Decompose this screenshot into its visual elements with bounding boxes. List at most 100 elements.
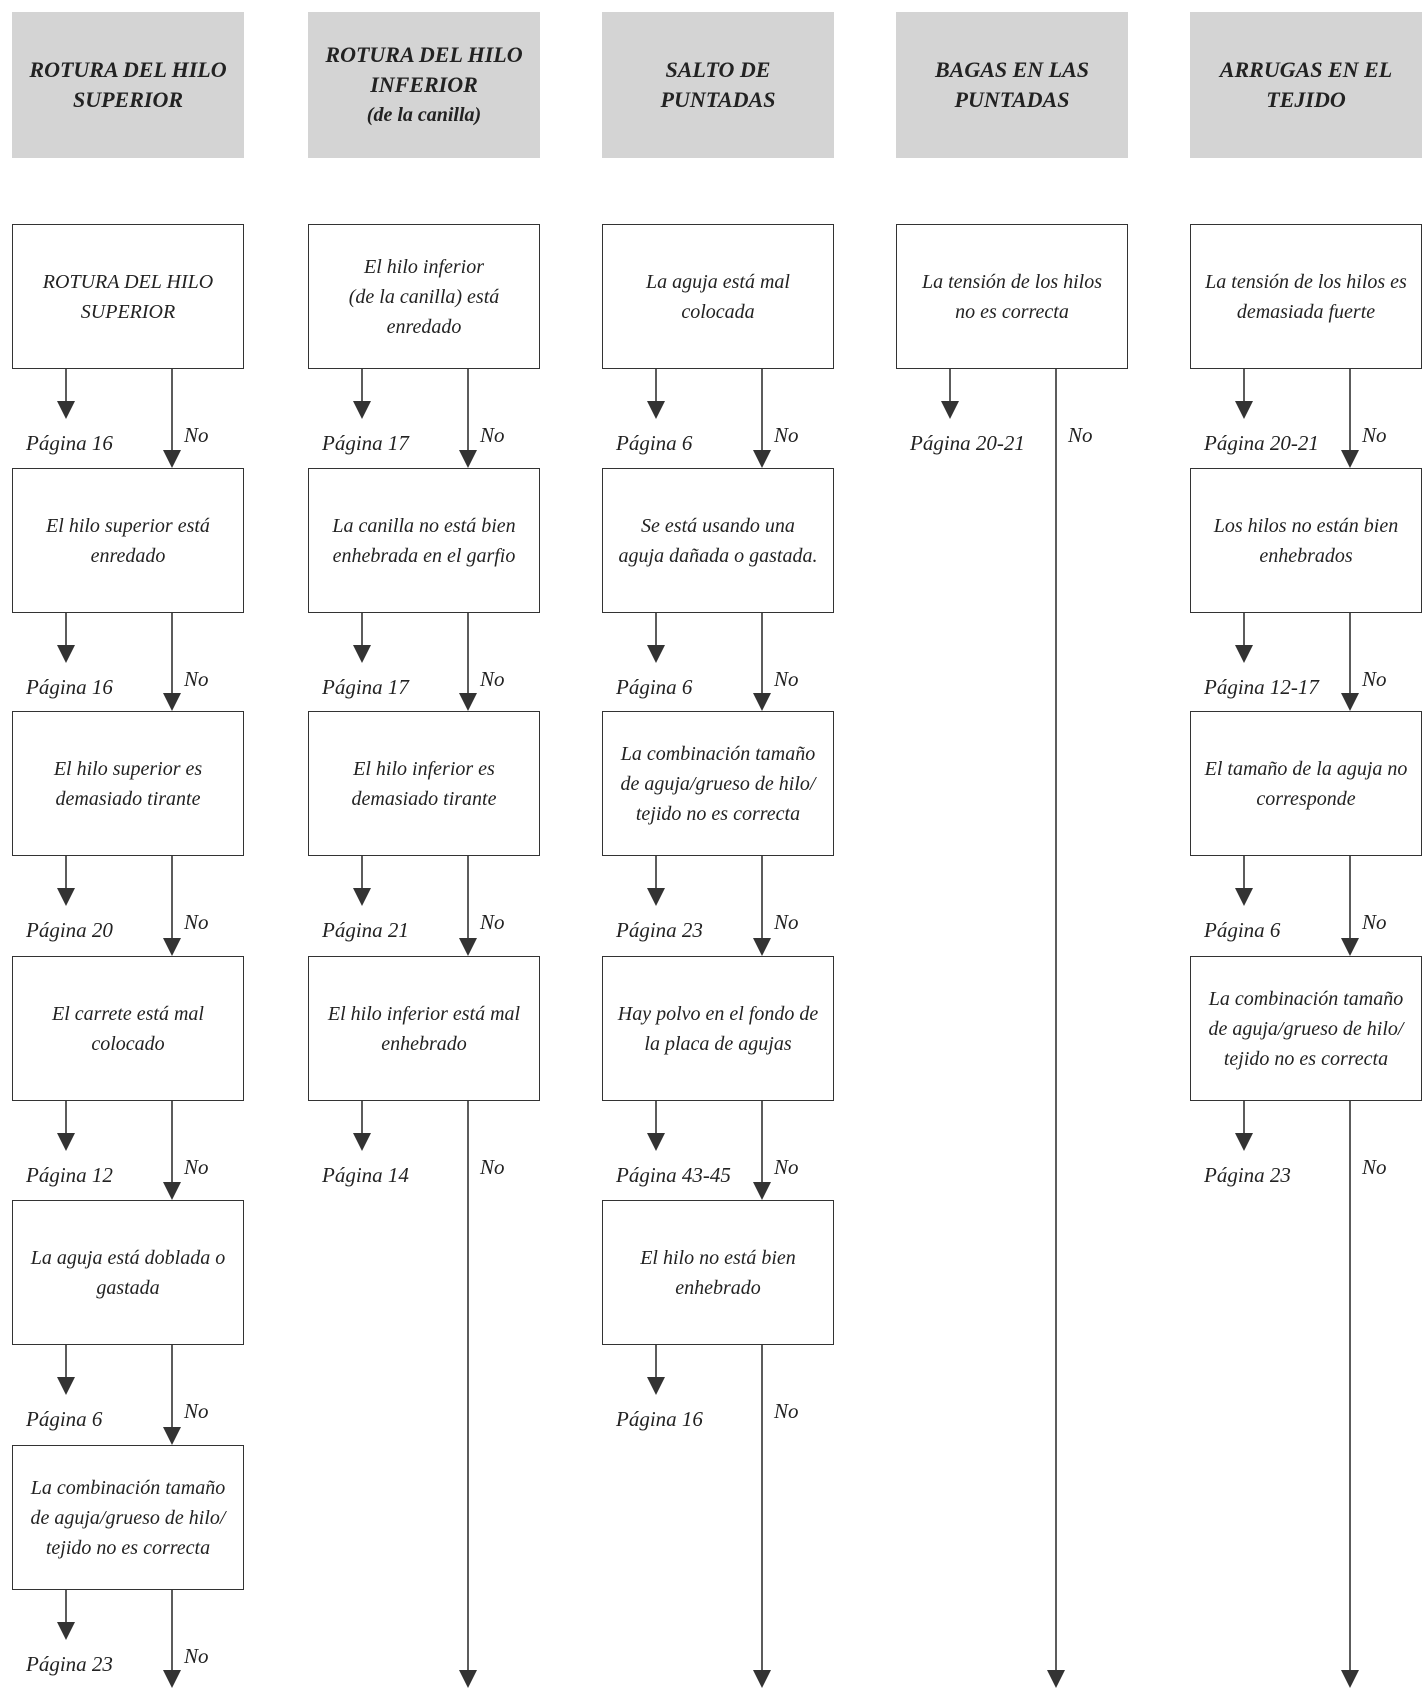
page-reference: Página 16 — [26, 431, 113, 455]
column-header-title: SALTO DE PUNTADAS — [660, 57, 776, 112]
decision-box: La aguja está mal colocada — [602, 224, 834, 369]
decision-box: La combinación tamaño de aguja/grueso de… — [12, 1445, 244, 1590]
page-arrow-head — [941, 401, 959, 419]
page-reference: Página 16 — [616, 1407, 703, 1431]
decision-box: La tensión de los hilos es demasiada fue… — [1190, 224, 1422, 369]
page-arrow-head — [1235, 401, 1253, 419]
no-label: No — [1362, 910, 1387, 934]
no-label: No — [184, 667, 209, 691]
page-arrow-head — [57, 1133, 75, 1151]
page-arrow-head — [1235, 1133, 1253, 1151]
page-reference: Página 20-21 — [1204, 431, 1319, 455]
decision-text: El hilo inferior está mal enhebrado — [327, 1002, 521, 1055]
no-arrow-head — [459, 450, 477, 468]
column-header: SALTO DE PUNTADAS — [602, 12, 834, 158]
no-label: No — [184, 1644, 209, 1668]
no-label: No — [1362, 1155, 1387, 1179]
no-arrow-head — [1341, 938, 1359, 956]
decision-text: La aguja está mal colocada — [646, 270, 790, 323]
page-arrow-head — [353, 888, 371, 906]
page-arrow-head — [647, 1133, 665, 1151]
no-label: No — [774, 423, 799, 447]
no-label: No — [480, 910, 505, 934]
no-arrow-head — [459, 693, 477, 711]
page-reference: Página 6 — [1204, 918, 1281, 942]
no-label: No — [774, 910, 799, 934]
no-arrow-head — [1341, 1670, 1359, 1688]
decision-text: El carrete está mal colocado — [51, 1002, 204, 1055]
decision-box: La combinación tamaño de aguja/grueso de… — [1190, 956, 1422, 1101]
column-header-subtitle: (de la canilla) — [366, 104, 482, 126]
no-label: No — [184, 910, 209, 934]
column-header: ARRUGAS EN EL TEJIDO — [1190, 12, 1422, 158]
page-reference: Página 21 — [322, 918, 409, 942]
decision-text: La tensión de los hilos es demasiada fue… — [1205, 270, 1407, 323]
page-arrow-head — [57, 645, 75, 663]
decision-box: El hilo superior está enredado — [12, 468, 244, 613]
decision-text: El hilo no está bien enhebrado — [640, 1246, 796, 1299]
no-label: No — [1362, 423, 1387, 447]
no-arrow-head — [753, 1182, 771, 1200]
column-header-text: ROTURA DEL HILO INFERIOR (de la canilla) — [325, 40, 522, 130]
no-label: No — [184, 423, 209, 447]
page-arrow-head — [647, 888, 665, 906]
page-arrow-head — [353, 401, 371, 419]
decision-box: El tamaño de la aguja no corresponde — [1190, 711, 1422, 856]
no-label: No — [480, 1155, 505, 1179]
page-reference: Página 23 — [26, 1652, 113, 1676]
page-reference: Página 6 — [26, 1407, 103, 1431]
column-header-text: SALTO DE PUNTADAS — [661, 55, 776, 115]
decision-text: Se está usando una aguja dañada o gastad… — [618, 514, 818, 567]
decision-box: El hilo no está bien enhebrado — [602, 1200, 834, 1345]
column-header-title: ROTURA DEL HILO INFERIOR — [325, 42, 523, 97]
no-arrow-head — [163, 938, 181, 956]
decision-box: ROTURA DEL HILO SUPERIOR — [12, 224, 244, 369]
decision-box: Hay polvo en el fondo de la placa de agu… — [602, 956, 834, 1101]
page-reference: Página 20 — [26, 918, 113, 942]
decision-text: El hilo inferior es demasiado tirante — [351, 757, 497, 810]
no-arrow-head — [163, 1427, 181, 1445]
decision-box: El hilo inferior (de la canilla) está en… — [308, 224, 540, 369]
no-arrow-head — [753, 693, 771, 711]
decision-box: El hilo superior es demasiado tirante — [12, 711, 244, 856]
no-arrow-head — [1341, 450, 1359, 468]
decision-text: La combinación tamaño de aguja/grueso de… — [1208, 987, 1404, 1070]
page-reference: Página 17 — [322, 675, 409, 699]
page-arrow-head — [647, 645, 665, 663]
no-label: No — [774, 1399, 799, 1423]
no-label: No — [184, 1399, 209, 1423]
decision-box: Los hilos no están bien enhebrados — [1190, 468, 1422, 613]
decision-text: La canilla no está bien enhebrada en el … — [332, 514, 516, 567]
no-label: No — [774, 667, 799, 691]
decision-text: La tensión de los hilos no es correcta — [921, 270, 1102, 323]
no-arrow-head — [163, 1182, 181, 1200]
page-arrow-head — [57, 1377, 75, 1395]
no-arrow-head — [459, 938, 477, 956]
decision-box: El hilo inferior es demasiado tirante — [308, 711, 540, 856]
no-arrow-head — [163, 693, 181, 711]
no-label: No — [1362, 667, 1387, 691]
decision-text: El hilo superior está enredado — [46, 514, 210, 567]
decision-box: La canilla no está bien enhebrada en el … — [308, 468, 540, 613]
decision-box: La combinación tamaño de aguja/grueso de… — [602, 711, 834, 856]
decision-text: La combinación tamaño de aguja/grueso de… — [620, 742, 816, 825]
page-arrow-head — [57, 888, 75, 906]
no-label: No — [480, 423, 505, 447]
page-arrow-head — [57, 401, 75, 419]
no-label: No — [1068, 423, 1093, 447]
page-reference: Página 12-17 — [1204, 675, 1319, 699]
decision-text: La combinación tamaño de aguja/grueso de… — [30, 1476, 226, 1559]
no-arrow-head — [163, 1670, 181, 1688]
no-arrow-head — [753, 938, 771, 956]
page-reference: Página 20-21 — [910, 431, 1025, 455]
decision-text: El hilo superior es demasiado tirante — [53, 757, 203, 810]
decision-box: El carrete está mal colocado — [12, 956, 244, 1101]
page-reference: Página 6 — [616, 431, 693, 455]
page-reference: Página 23 — [1204, 1163, 1291, 1187]
page-reference: Página 43-45 — [616, 1163, 731, 1187]
column-header-title: BAGAS EN LAS PUNTADAS — [934, 57, 1090, 112]
page-arrow-head — [647, 401, 665, 419]
column-header-text: ROTURA DEL HILO SUPERIOR — [29, 55, 226, 115]
